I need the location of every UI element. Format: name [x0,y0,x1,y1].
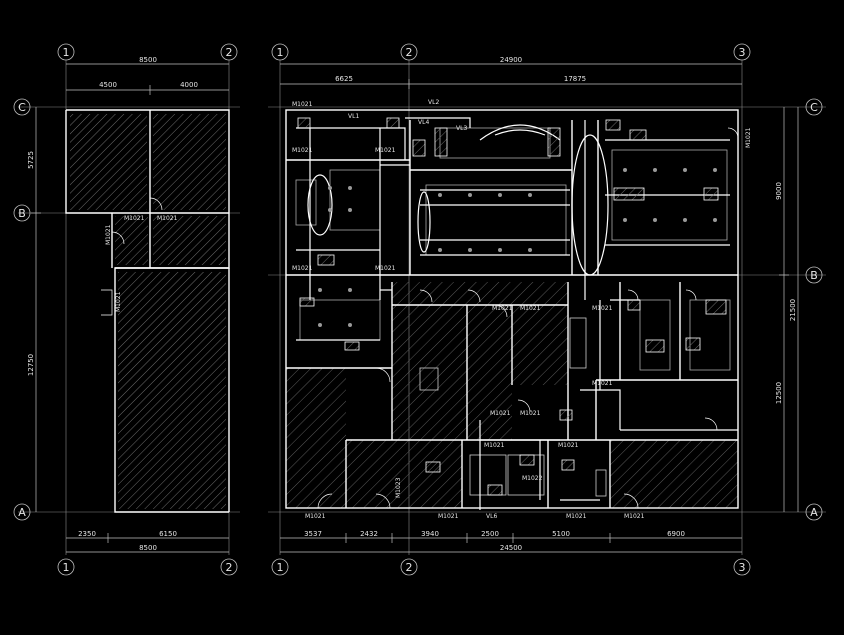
right-side-total-dim: 21500 [789,299,797,321]
left-bottom-seg-1: 2350 [78,530,96,538]
right-plan [268,60,826,555]
door-label-5: M1021 [375,265,396,272]
right-side-dim-2: 12500 [775,382,783,404]
door-label-18: M1021 [745,127,752,148]
left-door-label-4: M1021 [115,291,122,312]
left-axis-bubbles [13,43,238,576]
right-bottom-seg-6: 6900 [667,530,685,538]
left-bottom-total-dim: 8500 [139,544,157,552]
left-axis-c: C [18,101,26,114]
door-label-9: M1021 [592,380,613,387]
right-axis-bubbles [271,43,823,576]
door-label-12: M1021 [484,442,505,449]
left-bottom-seg-2: 6150 [159,530,177,538]
left-top-seg-1: 4500 [99,81,117,89]
left-plan [18,60,240,555]
left-bottom-axis-2: 2 [226,561,233,574]
door-label-10: M1021 [490,410,511,417]
left-top-seg-2: 4000 [180,81,198,89]
left-top-total-dim: 8500 [139,56,157,64]
door-label-2: M1021 [292,147,313,154]
door-label-14: M1021 [305,513,326,520]
door-label-20: M1023 [395,477,402,498]
right-bottom-axis-3: 3 [739,561,746,574]
right-bottom-seg-5: 5100 [552,530,570,538]
door-label-1: M1021 [292,101,313,108]
door-label-19: M1022 [522,475,543,482]
right-axis-b: B [810,269,818,282]
left-top-axis-2: 2 [226,46,233,59]
left-side-dim-1: 5725 [27,151,35,169]
right-top-axis-1: 1 [277,46,284,59]
right-bottom-axis-2: 2 [406,561,413,574]
left-bottom-axis-1: 1 [63,561,70,574]
right-top-axis-3: 3 [739,46,746,59]
riser-label-vl2: VL2 [428,99,439,106]
right-bottom-axis-1: 1 [277,561,284,574]
right-bottom-seg-2: 2432 [360,530,378,538]
door-label-3: M1021 [292,265,313,272]
right-top-seg-2: 17875 [564,75,586,83]
door-label-13: M1021 [558,442,579,449]
right-bottom-total-dim: 24500 [500,544,522,552]
door-label-17: M1021 [624,513,645,520]
right-bottom-seg-4: 2500 [481,530,499,538]
riser-label-vl6: VL6 [486,513,497,520]
door-label-7: M1021 [520,305,541,312]
riser-label-vl3: VL3 [456,125,467,132]
right-axis-c: C [810,101,818,114]
right-side-dim-1: 9000 [775,182,783,200]
left-axis-a: A [18,506,26,519]
right-top-total-dim: 24900 [500,56,522,64]
door-label-8: M1021 [592,305,613,312]
door-label-4: M1021 [375,147,396,154]
right-bottom-seg-3: 3940 [421,530,439,538]
left-door-label-2: M1021 [157,215,178,222]
left-side-dim-2: 12750 [27,354,35,376]
left-door-label-3: M1021 [105,224,112,245]
door-label-6: M1021 [492,305,513,312]
right-top-axis-2: 2 [406,46,413,59]
right-bottom-seg-1: 3537 [304,530,322,538]
riser-label-vl1: VL1 [348,113,359,120]
door-label-15: M1021 [438,513,459,520]
left-axis-b: B [18,207,26,220]
left-top-axis-1: 1 [63,46,70,59]
right-top-seg-1: 6625 [335,75,353,83]
door-label-16: M1021 [566,513,587,520]
riser-label-vl4: VL4 [418,119,429,126]
left-door-label-1: M1021 [124,215,145,222]
door-label-11: M1021 [520,410,541,417]
right-axis-a: A [810,506,818,519]
